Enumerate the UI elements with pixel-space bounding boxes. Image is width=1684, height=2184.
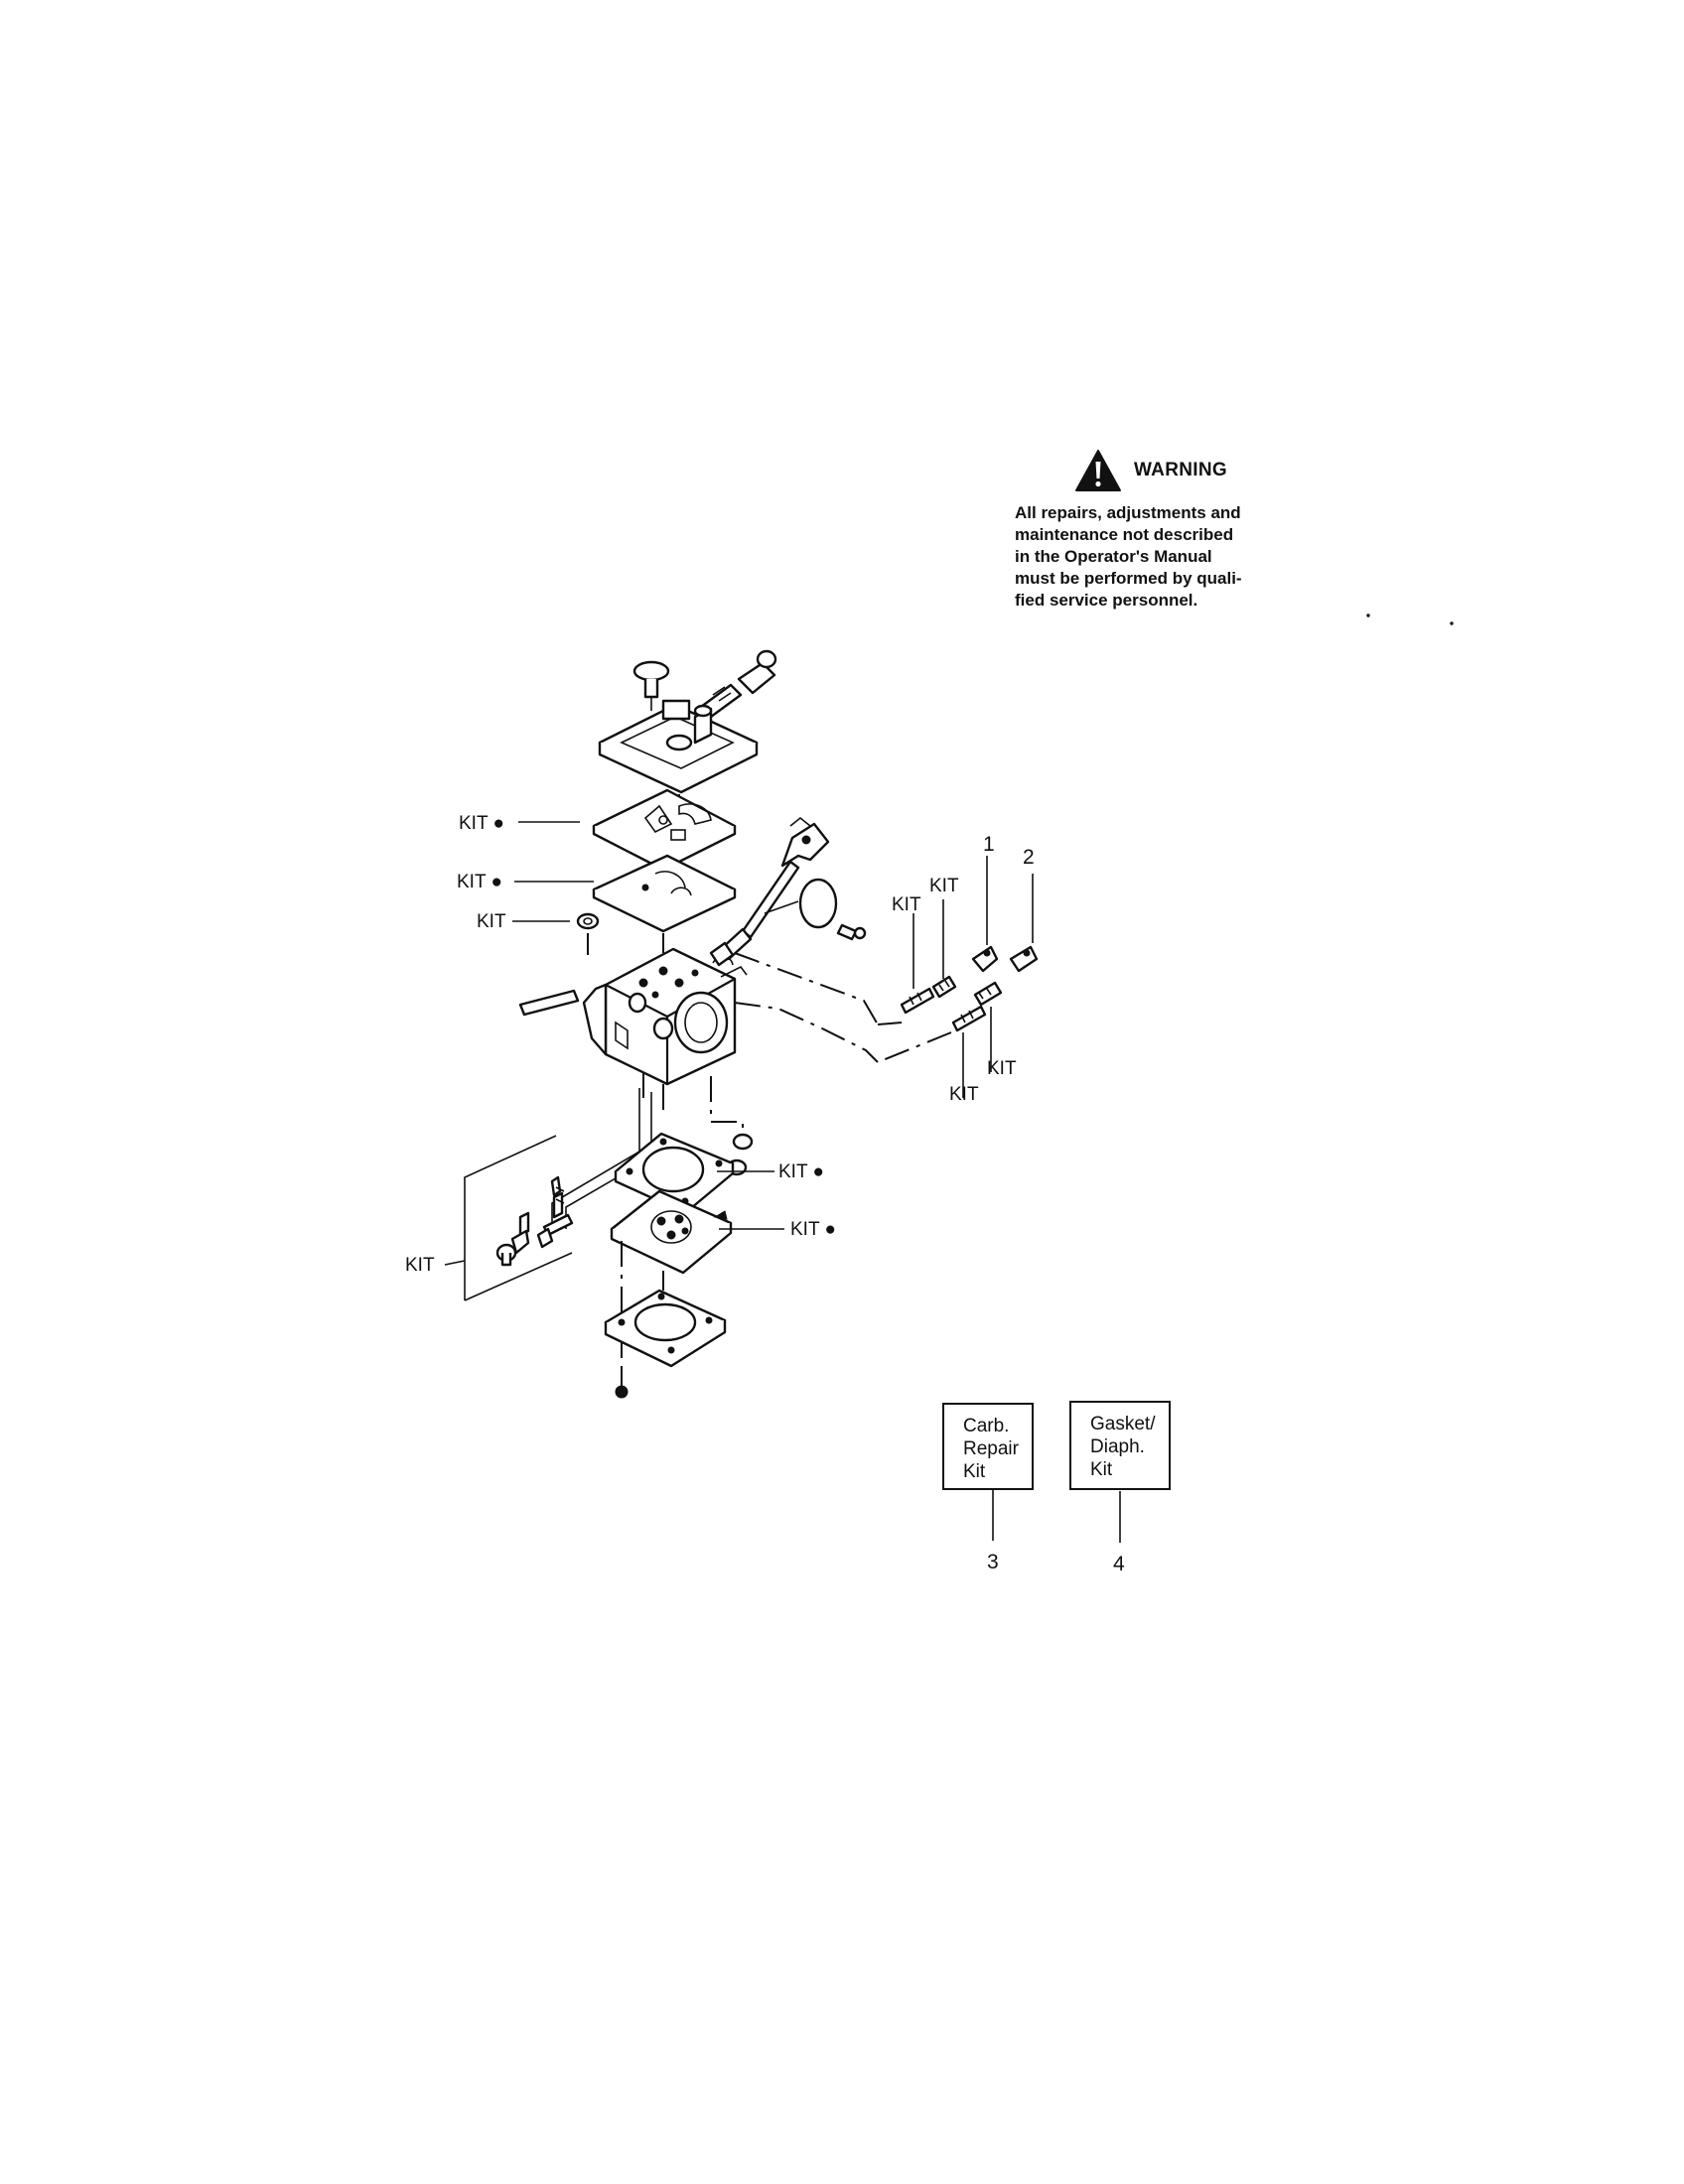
ref-number: 4 bbox=[1113, 1553, 1125, 1575]
kit-label: KIT bbox=[477, 911, 506, 932]
kit-label: KIT bbox=[987, 1058, 1017, 1079]
kit-label: KIT bbox=[892, 894, 921, 915]
high-speed-needle bbox=[900, 987, 935, 1015]
inlet-needle-kit bbox=[495, 1175, 574, 1267]
kit-label: KIT ● bbox=[457, 872, 502, 892]
carburetor-body bbox=[582, 947, 748, 1086]
choke-pin bbox=[518, 989, 580, 1017]
kit-label: KIT bbox=[929, 876, 959, 896]
low-speed-needle bbox=[951, 1005, 987, 1032]
limiter-cap-2 bbox=[1009, 945, 1039, 973]
ref-number: 3 bbox=[987, 1551, 999, 1573]
callout-kit-needle-left: KIT bbox=[892, 894, 921, 915]
warning-header: WARNING bbox=[1074, 449, 1301, 492]
warning-line: maintenance not described bbox=[1015, 525, 1234, 544]
kit-box-line: Gasket/ bbox=[1090, 1414, 1156, 1434]
warning-line: All repairs, adjustments and bbox=[1015, 503, 1241, 522]
callout-ref-2: 2 bbox=[1023, 846, 1035, 869]
callout-kit-pump-diaphragm: KIT ● bbox=[457, 872, 502, 892]
throttle-plate-screw bbox=[836, 923, 867, 941]
carb-repair-kit-box: Carb. Repair Kit 3 bbox=[942, 1403, 1034, 1573]
warning-line: in the Operator's Manual bbox=[1015, 547, 1212, 566]
warning-notice: WARNING All repairs, adjustments and mai… bbox=[1015, 449, 1301, 612]
callout-kit-needle-right: KIT bbox=[929, 876, 959, 896]
gasket-diaph-kit-box: Gasket/ Diaph. Kit 4 bbox=[1069, 1401, 1171, 1575]
callout-kit-inlet-needle: KIT bbox=[405, 1255, 435, 1276]
warning-title: WARNING bbox=[1134, 460, 1227, 480]
callout-kit-metering-diaphragm: KIT ● bbox=[790, 1219, 836, 1240]
needle-axis-lower bbox=[734, 1002, 879, 1063]
callout-kit-ring: KIT bbox=[477, 911, 506, 932]
warning-line: must be performed by quali- bbox=[1015, 569, 1242, 588]
kit-box-line: Kit bbox=[963, 1461, 986, 1482]
high-speed-spring bbox=[931, 975, 957, 999]
metering-gasket bbox=[614, 1132, 735, 1215]
limiter-cap-1 bbox=[971, 945, 999, 973]
kit-label: KIT bbox=[405, 1255, 435, 1276]
kit-box-line: Repair bbox=[963, 1438, 1020, 1459]
kit-box-line: Carb. bbox=[963, 1416, 1009, 1436]
metering-diaphragm bbox=[610, 1189, 733, 1275]
top-screw bbox=[632, 660, 670, 711]
kit-label: KIT ● bbox=[790, 1219, 836, 1240]
needle-axis-upper bbox=[734, 952, 879, 1025]
fuel-inlet-fitting bbox=[699, 649, 777, 719]
warning-text: All repairs, adjustments and maintenance… bbox=[1015, 502, 1301, 612]
callout-kit-spring-right: KIT bbox=[987, 1058, 1017, 1079]
warning-line: fied service personnel. bbox=[1015, 591, 1198, 610]
kit-bracket-lines bbox=[464, 1135, 573, 1301]
cover-screw bbox=[615, 1370, 629, 1399]
callout-kit-spring-left: KIT bbox=[949, 1084, 979, 1105]
pump-cover bbox=[598, 699, 759, 794]
kit-label: KIT ● bbox=[778, 1161, 824, 1182]
callout-ref-1: 1 bbox=[983, 833, 995, 856]
callout-kit-pump-gasket: KIT ● bbox=[459, 813, 504, 834]
kit-label: KIT bbox=[949, 1084, 979, 1105]
low-speed-spring bbox=[973, 981, 1003, 1007]
throttle-plate bbox=[764, 878, 838, 929]
warning-triangle-icon bbox=[1075, 450, 1121, 491]
pump-gasket bbox=[592, 788, 737, 872]
ref-number: 2 bbox=[1023, 846, 1035, 869]
inlet-screen-ring bbox=[576, 912, 600, 930]
metering-cover bbox=[604, 1289, 727, 1368]
kit-label: KIT ● bbox=[459, 813, 504, 834]
kit-box-line: Diaph. bbox=[1090, 1436, 1145, 1457]
kit-box-line: Kit bbox=[1090, 1459, 1113, 1480]
ref-number: 1 bbox=[983, 833, 995, 856]
callout-kit-metering-gasket: KIT ● bbox=[778, 1161, 824, 1182]
throttle-shaft bbox=[709, 816, 830, 967]
pump-diaphragm bbox=[592, 854, 737, 933]
